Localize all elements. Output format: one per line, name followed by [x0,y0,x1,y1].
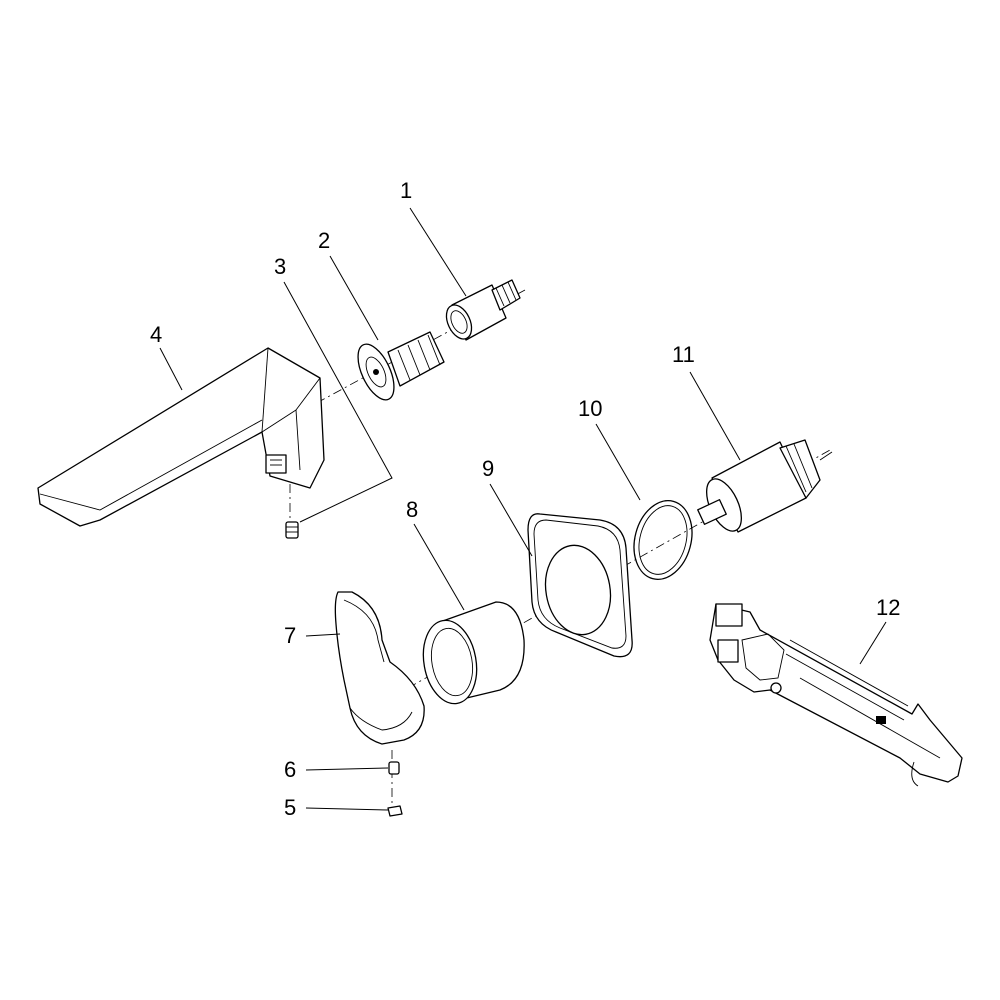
o-ring-part [633,500,693,580]
handle-cap-part [388,761,400,775]
flow-regulator-part [357,331,445,401]
callout-5: 5 [284,795,297,820]
callout-10: 10 [578,396,603,421]
leader-3 [283,281,393,523]
leader-9 [489,483,533,557]
cartridge-part [697,439,833,533]
spout-part [37,347,325,527]
leader-1 [409,207,467,297]
handle-screw-part [387,805,403,817]
leader-4 [159,347,183,391]
callout-12: 12 [876,595,901,620]
leader-7 [305,633,341,637]
leader-2 [329,255,379,341]
set-screw-part [285,521,299,539]
callout-2: 2 [318,228,331,253]
callout-7: 7 [284,623,297,648]
lever-handle-part [334,591,425,745]
leader-8 [413,523,465,611]
callout-9: 9 [482,456,495,481]
leader-lines [159,207,887,811]
thread-adapter-part [445,279,521,341]
handle-sleeve-part [422,601,525,705]
leader-6 [305,767,389,771]
callout-11: 11 [672,342,695,367]
leader-5 [305,807,389,811]
callout-6: 6 [284,757,297,782]
leader-11 [689,371,741,461]
callout-1: 1 [400,178,413,203]
installation-wrench-part [709,603,963,787]
callout-8: 8 [406,497,419,522]
callout-3: 3 [274,254,287,279]
square-escutcheon-part [527,513,633,658]
leader-10 [595,423,641,501]
callout-4: 4 [150,322,163,347]
leader-12 [859,621,887,665]
